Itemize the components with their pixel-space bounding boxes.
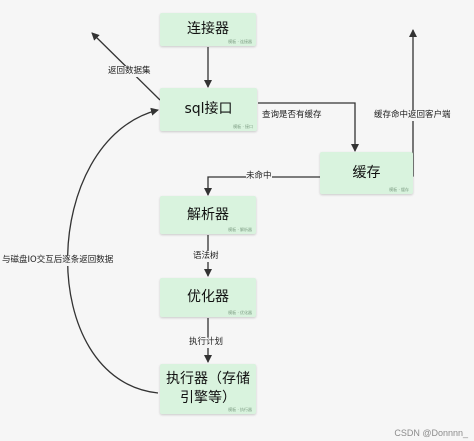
- node-sql-interface-label: sql接口: [184, 101, 233, 117]
- label-syntax-tree: 语法树: [193, 251, 219, 262]
- label-return-dataset: 返回数据集: [108, 66, 151, 77]
- node-cache-label: 缓存: [352, 164, 381, 181]
- node-connector-tag: 模板 · 连接器: [228, 39, 252, 44]
- label-disk-io-return: 与磁盘IO交互后逐条返回数据: [2, 255, 114, 266]
- node-parser-label: 解析器: [187, 206, 229, 223]
- node-cache: 缓存 模板 · 缓存: [320, 152, 413, 194]
- node-executor-label: 执行器（存储引擎等）: [166, 371, 250, 406]
- label-execution-plan: 执行计划: [189, 337, 224, 348]
- node-connector: 连接器 模板 · 连接器: [160, 13, 256, 46]
- arrow-cache-miss: [204, 176, 320, 196]
- watermark: CSDN @Donnnn_: [394, 428, 468, 438]
- label-cache-miss: 未命中: [246, 171, 272, 182]
- node-executor-tag: 模板 · 执行器: [228, 407, 252, 412]
- node-cache-tag: 模板 · 缓存: [389, 187, 409, 192]
- arrow-disk-io-return: [67, 107, 159, 394]
- arrow-query-cache: [258, 102, 359, 152]
- label-cache-hit-return: 缓存命中返回客户端: [374, 110, 451, 121]
- label-query-cache: 查询是否有缓存: [262, 110, 322, 121]
- node-optimizer-tag: 模板 · 优化器: [228, 310, 252, 315]
- node-connector-label: 连接器: [187, 21, 229, 37]
- node-sql-interface: sql接口 模板 · 接口: [160, 88, 257, 131]
- node-optimizer: 优化器 模板 · 优化器: [160, 278, 256, 317]
- node-executor: 执行器（存储引擎等） 模板 · 执行器: [160, 364, 256, 414]
- node-sql-interface-tag: 模板 · 接口: [233, 124, 253, 129]
- node-parser-tag: 模板 · 解析器: [228, 227, 252, 232]
- node-parser: 解析器 模板 · 解析器: [160, 196, 256, 234]
- node-optimizer-label: 优化器: [187, 289, 229, 305]
